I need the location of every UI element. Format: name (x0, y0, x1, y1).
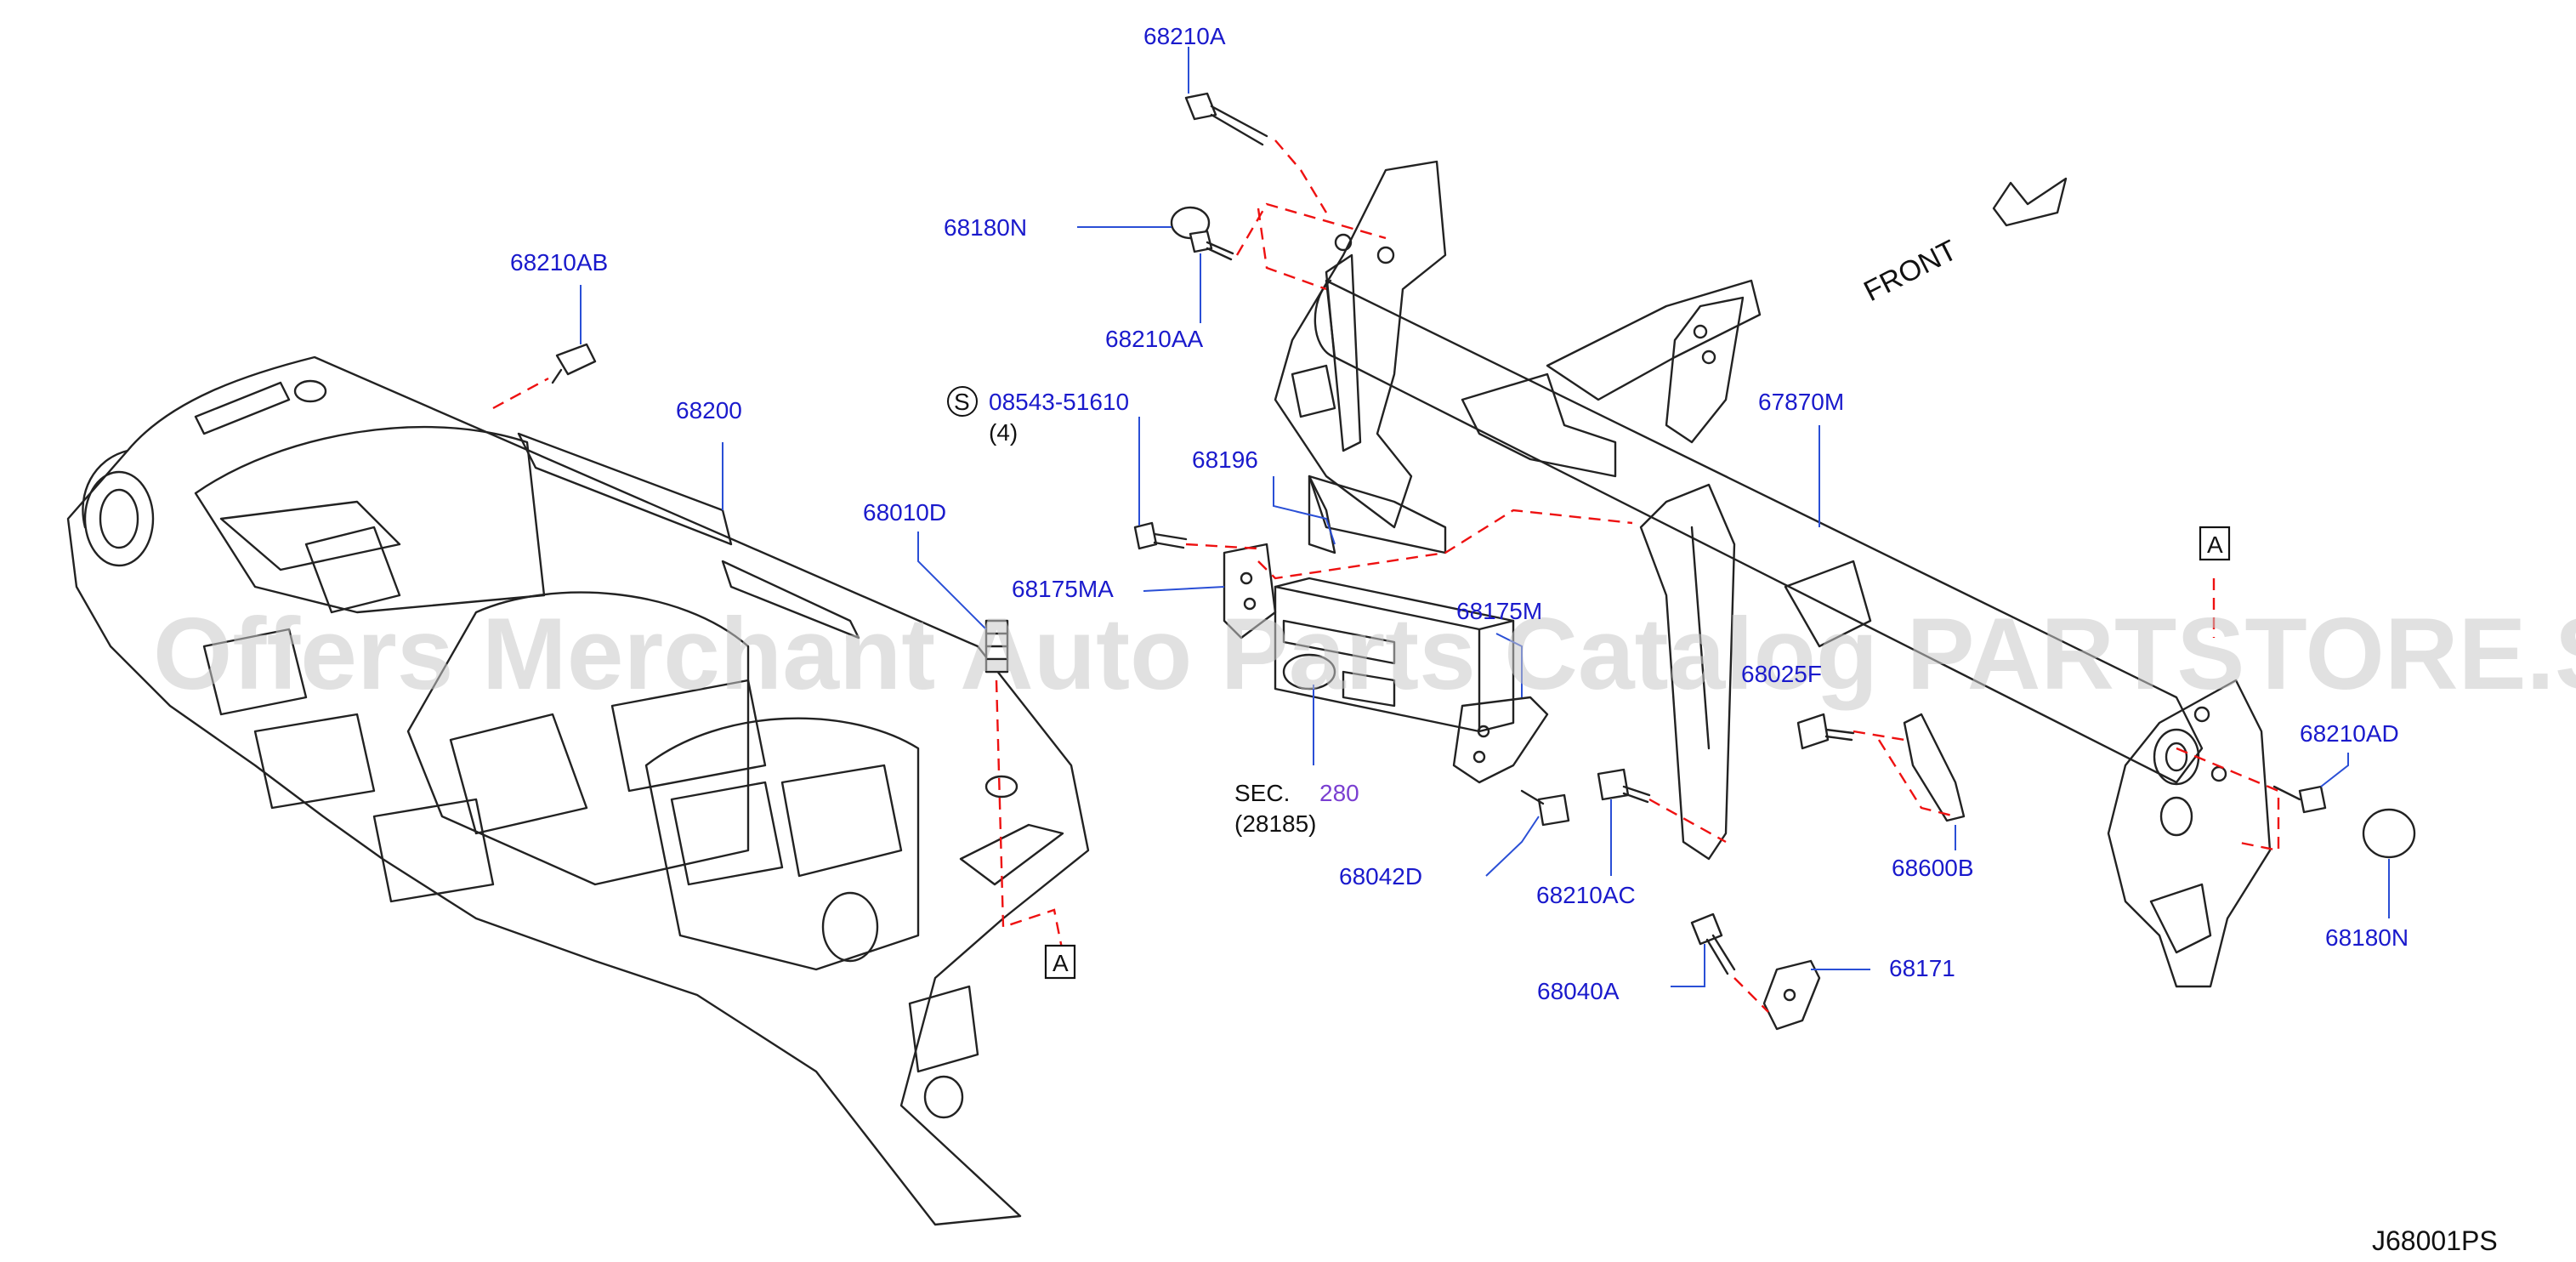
bolt-68210AC (1597, 768, 1651, 804)
bracket-68171 (1762, 959, 1821, 1031)
sec-sub-label: (28185) (1234, 810, 1317, 837)
label-67870M[interactable]: 67870M (1758, 389, 1844, 415)
watermark: Offers Merchant Auto Parts Catalog PARTS… (153, 597, 2576, 711)
ref-box-a-left: A (1044, 944, 1076, 980)
label-68210AB[interactable]: 68210AB (510, 249, 608, 276)
label-68200[interactable]: 68200 (676, 397, 742, 424)
screw-08543 (1133, 521, 1188, 550)
label-68210AA[interactable]: 68210AA (1105, 326, 1204, 352)
label-qty-4: (4) (989, 419, 1018, 446)
diagram-code: J68001PS (2372, 1225, 2498, 1256)
bracket-68600B (1903, 713, 1966, 822)
label-68042D[interactable]: 68042D (1339, 863, 1422, 890)
dashboard-panel-68200 (66, 355, 1090, 1226)
front-indicator: FRONT (1858, 177, 2068, 308)
sec-label: SEC. (1234, 780, 1290, 806)
label-68010D[interactable]: 68010D (863, 499, 946, 526)
cap-68180N-right (2362, 808, 2416, 859)
ref-a-left-label: A (1053, 950, 1069, 976)
sec-number-link[interactable]: 280 (1319, 780, 1359, 806)
bolt-68210AA (1189, 230, 1234, 261)
bolt-68210AB (551, 343, 597, 384)
s-symbol: S (954, 389, 970, 415)
label-68180N-right[interactable]: 68180N (2325, 924, 2409, 951)
front-arrow-icon (1992, 177, 2068, 227)
label-68600B[interactable]: 68600B (1892, 855, 1974, 881)
label-68040A[interactable]: 68040A (1537, 978, 1620, 1004)
bolt-68210A (1184, 92, 1268, 146)
bolt-68210AD (2272, 785, 2327, 814)
label-68196[interactable]: 68196 (1192, 446, 1258, 473)
label-68210AD[interactable]: 68210AD (2300, 720, 2399, 747)
leader-lines (580, 47, 2390, 987)
ref-box-a-right: A (2199, 526, 2231, 561)
label-68175M[interactable]: 68175M (1456, 598, 1542, 624)
bolt-68040A (1690, 912, 1736, 975)
label-68210AC[interactable]: 68210AC (1536, 882, 1636, 908)
bolt-68025F (1796, 713, 1855, 750)
label-68210A[interactable]: 68210A (1143, 23, 1226, 49)
label-68171[interactable]: 68171 (1889, 955, 1955, 981)
front-label: FRONT (1858, 234, 1962, 308)
steering-member-67870M (1274, 160, 2272, 988)
label-68025F[interactable]: 68025F (1741, 661, 1822, 687)
label-68180N-top[interactable]: 68180N (944, 214, 1027, 241)
section-ref: SEC. 280 (28185) (1234, 780, 1359, 837)
label-08543-51610[interactable]: 08543-51610 (989, 389, 1129, 415)
screw-callout: S 08543-51610 (4) (947, 386, 1129, 446)
bolt-68042D (1520, 789, 1570, 827)
bracket-68175MA (1223, 543, 1277, 640)
assembly-lines (492, 139, 2280, 1013)
bracket-68175M (1452, 696, 1549, 784)
label-68175MA[interactable]: 68175MA (1012, 576, 1114, 602)
ref-a-right-label: A (2207, 532, 2223, 558)
clip-68010D (984, 619, 1009, 674)
